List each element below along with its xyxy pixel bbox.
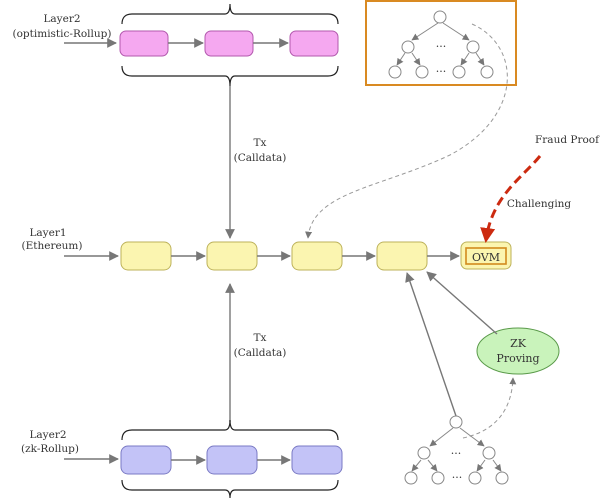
tree-leaf-node: [480, 65, 494, 79]
tree-edge: [427, 459, 438, 472]
tree-edge: [429, 427, 454, 447]
zk-block-2: [206, 445, 258, 475]
layer1-block-1: [120, 241, 172, 271]
layer1-block-4: [376, 241, 428, 271]
state-tree-top: ··· ···: [365, 0, 517, 86]
optimistic-layer-title: Layer2: [43, 13, 80, 25]
optimistic-block-1: [119, 30, 169, 57]
tree-edge: [476, 459, 486, 472]
tree-ellipsis: ···: [451, 447, 462, 460]
zk-state-arrow: [405, 272, 457, 417]
zk-proving-line2: Proving: [496, 352, 539, 365]
layer1-block-3: [291, 241, 343, 271]
state-tree-frame: [365, 0, 517, 86]
tree-leaf-node: [452, 65, 466, 79]
tree-ellipsis: ···: [452, 471, 463, 484]
optimistic-top-brace: [121, 3, 339, 25]
tx-bottom-calldata: (Calldata): [234, 347, 287, 359]
ovm-box: OVM: [460, 241, 512, 270]
state-tree-bottom: ··· ···: [404, 415, 509, 485]
tx-bottom-label: Tx: [254, 332, 267, 344]
tree-node: [401, 40, 415, 54]
tree-edge: [411, 52, 421, 66]
layer1-subtitle: (Ethereum): [21, 240, 82, 252]
tree-ellipsis: ···: [436, 40, 447, 53]
zk-dashed-arrow: [462, 377, 517, 439]
tree-edge: [475, 52, 485, 66]
zk-proving-line1: ZK: [510, 337, 527, 350]
layer1-title: Layer1: [29, 227, 66, 239]
zk-proof-arrow: [426, 271, 498, 335]
tree-leaf-node: [388, 65, 402, 79]
zk-layer-subtitle: (zk-Rollup): [21, 443, 79, 455]
tree-leaf-node: [495, 471, 509, 485]
tree-edge: [411, 459, 422, 472]
optimistic-bottom-brace: [121, 65, 339, 87]
state-root-dashed-arrow: [305, 23, 508, 239]
optimistic-block-3: [289, 30, 339, 57]
tree-node: [482, 446, 496, 460]
tx-top-calldata: (Calldata): [234, 152, 287, 164]
challenging-label: Challenging: [507, 198, 572, 210]
zk-rollup-group: Layer2 (zk-Rollup): [21, 419, 343, 498]
tree-node: [466, 40, 480, 54]
zk-top-brace: [121, 419, 339, 441]
tree-edge: [460, 52, 470, 66]
optimistic-block-2: [204, 30, 254, 57]
ovm-frame: [465, 247, 507, 265]
zk-proving-ellipse: [476, 327, 560, 375]
tree-edge: [459, 427, 485, 447]
layer1-group: Layer1 (Ethereum): [21, 227, 460, 271]
tree-root-node: [433, 10, 447, 24]
zk-block-3: [291, 445, 343, 475]
zk-layer-title: Layer2: [29, 429, 66, 441]
tree-node: [417, 446, 431, 460]
optimistic-rollup-group: Layer2 (optimistic-Rollup): [13, 3, 339, 87]
zk-block-1: [120, 445, 172, 475]
tree-edge: [442, 22, 470, 41]
zk-proving-node: ZK Proving: [476, 327, 560, 375]
tree-edge: [411, 22, 439, 41]
tree-leaf-node: [468, 471, 482, 485]
zk-bottom-brace: [121, 479, 339, 498]
tree-leaf-node: [431, 471, 445, 485]
ovm-label: OVM: [472, 251, 500, 264]
tree-edge: [492, 459, 502, 472]
tree-edge: [396, 52, 406, 66]
tree-root-node: [449, 415, 463, 429]
tree-leaf-node: [404, 471, 418, 485]
layer1-block-2: [206, 241, 258, 271]
fraud-proof-label: Fraud Proof: [535, 134, 600, 146]
tree-ellipsis: ···: [436, 65, 447, 78]
tx-top-label: Tx: [254, 137, 267, 149]
optimistic-layer-subtitle: (optimistic-Rollup): [13, 28, 112, 40]
tree-leaf-node: [415, 65, 429, 79]
fraud-proof-arrow: [480, 155, 542, 243]
